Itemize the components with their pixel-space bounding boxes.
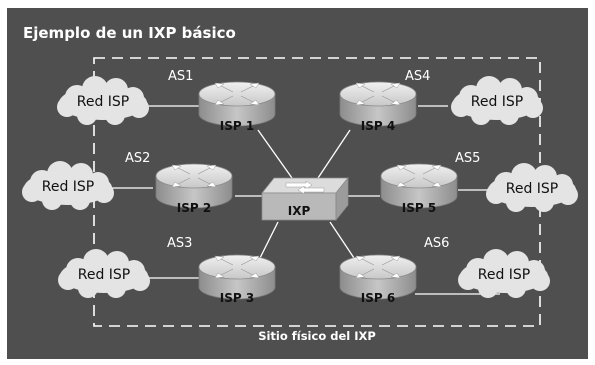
router-label-6: ISP 6: [361, 291, 395, 305]
cloud-label-3: Red ISP: [78, 267, 131, 283]
ixp-label: IXP: [288, 204, 311, 218]
link-isp6-ixp: [329, 221, 355, 259]
as-label-6: AS6: [424, 236, 449, 251]
router-label-1: ISP 1: [220, 119, 254, 133]
as-label-4: AS4: [405, 69, 430, 84]
router-label-3: ISP 3: [220, 291, 254, 305]
router-label-5: ISP 5: [402, 201, 436, 215]
link-isp4-ixp: [317, 129, 351, 179]
ixp-switch: [261, 176, 349, 222]
cloud-label-4: Red ISP: [471, 94, 524, 110]
as-label-2: AS2: [125, 151, 150, 166]
site-label: Sitio físico del IXP: [258, 329, 376, 343]
link-isp1-ixp: [257, 129, 293, 179]
as-label-3: AS3: [167, 236, 192, 251]
cloud-label-6: Red ISP: [478, 267, 531, 283]
cloud-label-1: Red ISP: [77, 94, 130, 110]
router-label-4: ISP 4: [361, 119, 395, 133]
router-label-2: ISP 2: [177, 201, 211, 215]
as-label-1: AS1: [168, 69, 193, 84]
diagram-title: Ejemplo de un IXP básico: [23, 24, 236, 42]
cloud-label-2: Red ISP: [42, 179, 95, 195]
link-isp3-ixp: [257, 221, 279, 263]
as-label-5: AS5: [455, 151, 480, 166]
cloud-label-5: Red ISP: [506, 181, 559, 197]
